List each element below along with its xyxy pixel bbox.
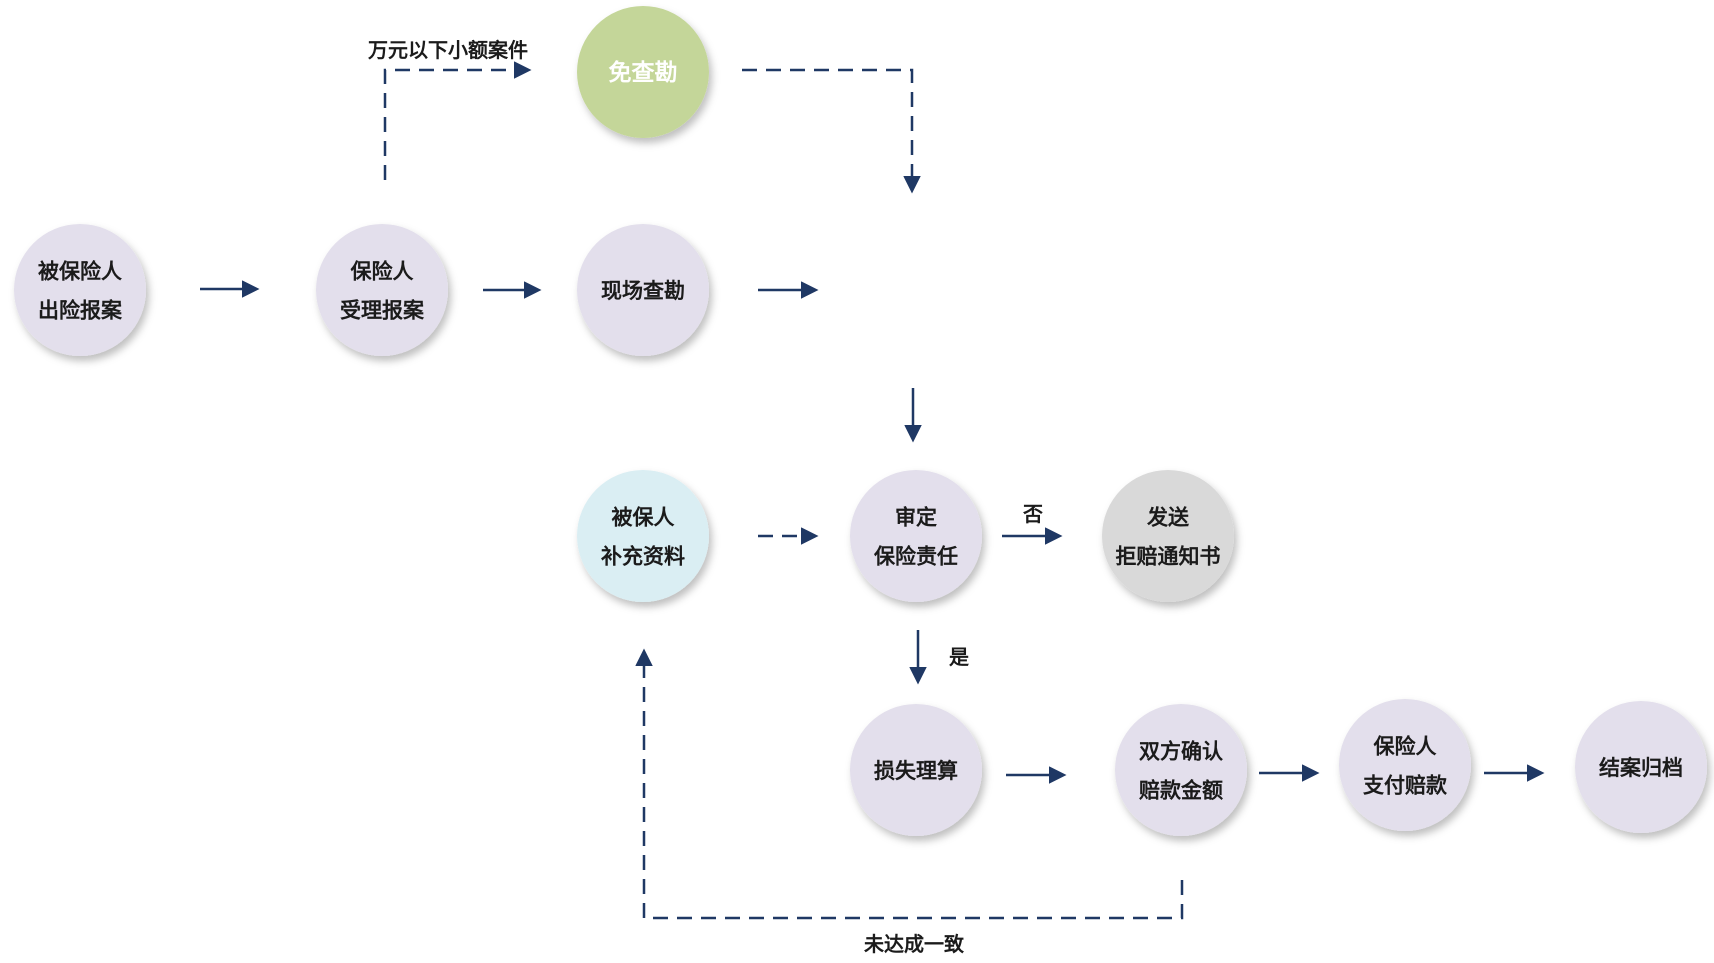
node-label-line: 被保人 [612,506,675,530]
node-label-line: 免查勘 [609,59,678,86]
edge-exempt-to-review [742,68,921,194]
node-circle [1115,704,1247,836]
node-circle [316,224,448,356]
label-small-case: 万元以下小额案件 [367,38,528,62]
node-label-line: 审定 [895,506,937,530]
node-label-line: 损失理算 [874,759,958,783]
nodes: 被保险人出险报案保险人受理报案现场查勘免查勘被保人补充资料审定保险责任发送拒赔通… [14,6,1707,836]
node-label-line: 拒赔通知书 [1116,545,1221,569]
node-circle [1575,701,1707,833]
node-label-line: 双方确认 [1139,740,1223,764]
node-label-line: 发送 [1146,506,1190,530]
node-circle [850,704,982,836]
node-label-line: 保险人 [350,260,414,284]
label-yes: 是 [948,645,969,669]
node-archive: 结案归档 [1575,701,1707,833]
node-circle [1339,699,1471,831]
node-circle [850,470,982,602]
connectors [200,61,1545,920]
node-circle [577,6,709,138]
node-circle [14,224,146,356]
node-label-line: 赔款金额 [1139,779,1223,803]
edge-small-case-branch [383,61,532,180]
label-disagree: 未达成一致 [864,932,965,956]
node-label-line: 结案归档 [1599,756,1683,780]
node-loss-adjust: 损失理算 [850,704,982,836]
node-circle [1102,470,1234,602]
label-no: 否 [1022,502,1043,526]
node-circle [577,470,709,602]
node-label-line: 现场查勘 [601,279,685,303]
node-survey-exempt: 免查勘 [577,6,709,138]
node-onsite-survey: 现场查勘 [577,224,709,356]
node-label-line: 出险报案 [38,299,123,323]
node-label-line: 被保险人 [38,260,122,284]
node-label-line: 支付赔款 [1363,774,1448,798]
node-circle [577,224,709,356]
node-label-line: 受理报案 [340,299,425,323]
edge-disagree-loop [635,648,1184,920]
node-label-line: 保险责任 [873,545,958,569]
node-label-line: 补充资料 [600,545,685,569]
node-label-line: 保险人 [1373,735,1437,759]
